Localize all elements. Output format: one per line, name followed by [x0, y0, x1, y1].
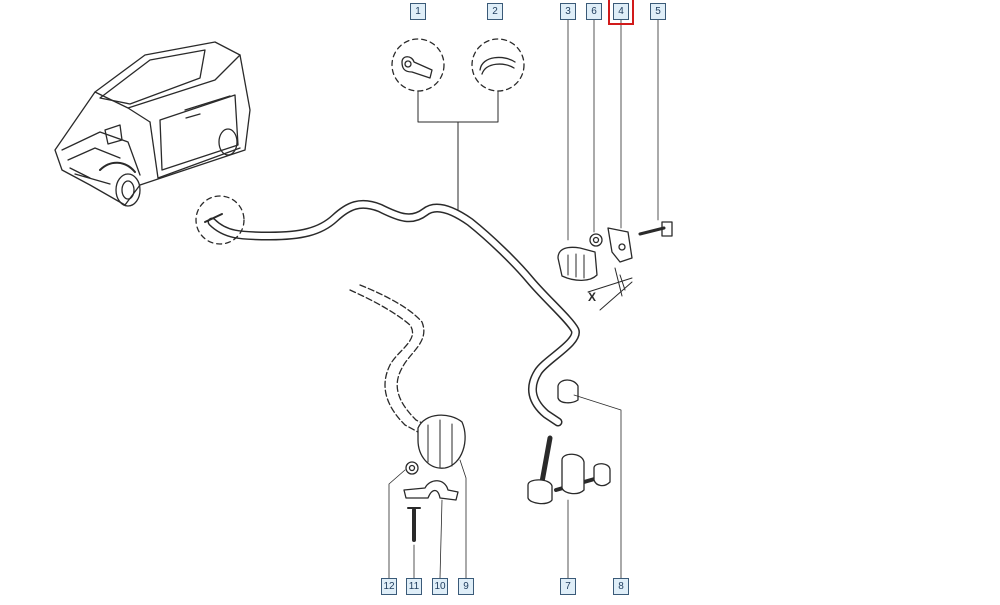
callout-1[interactable]: 1	[410, 3, 426, 20]
callout-10[interactable]: 10	[432, 578, 448, 595]
callout-2[interactable]: 2	[487, 3, 503, 20]
callout-11[interactable]: 11	[406, 578, 422, 595]
vehicle-illustration	[54, 41, 251, 207]
callout-4[interactable]: 4	[608, 0, 634, 25]
callout-12[interactable]: 12	[381, 578, 397, 595]
callout-8[interactable]: 8	[613, 578, 629, 595]
bushing-assembly-left	[403, 414, 466, 542]
stabilizer-bar	[195, 195, 580, 427]
link-rod-assembly	[527, 379, 611, 505]
callout-3[interactable]: 3	[560, 3, 576, 20]
bushing-assembly-right	[557, 221, 673, 311]
callout-5[interactable]: 5	[650, 3, 666, 20]
hydraulic-line	[349, 284, 429, 433]
callout-6[interactable]: 6	[586, 3, 602, 20]
callout-7[interactable]: 7	[560, 578, 576, 595]
detail-views	[391, 38, 525, 211]
detail-marker-label: X	[588, 290, 596, 304]
leader-lines	[388, 19, 659, 579]
callout-9[interactable]: 9	[458, 578, 474, 595]
